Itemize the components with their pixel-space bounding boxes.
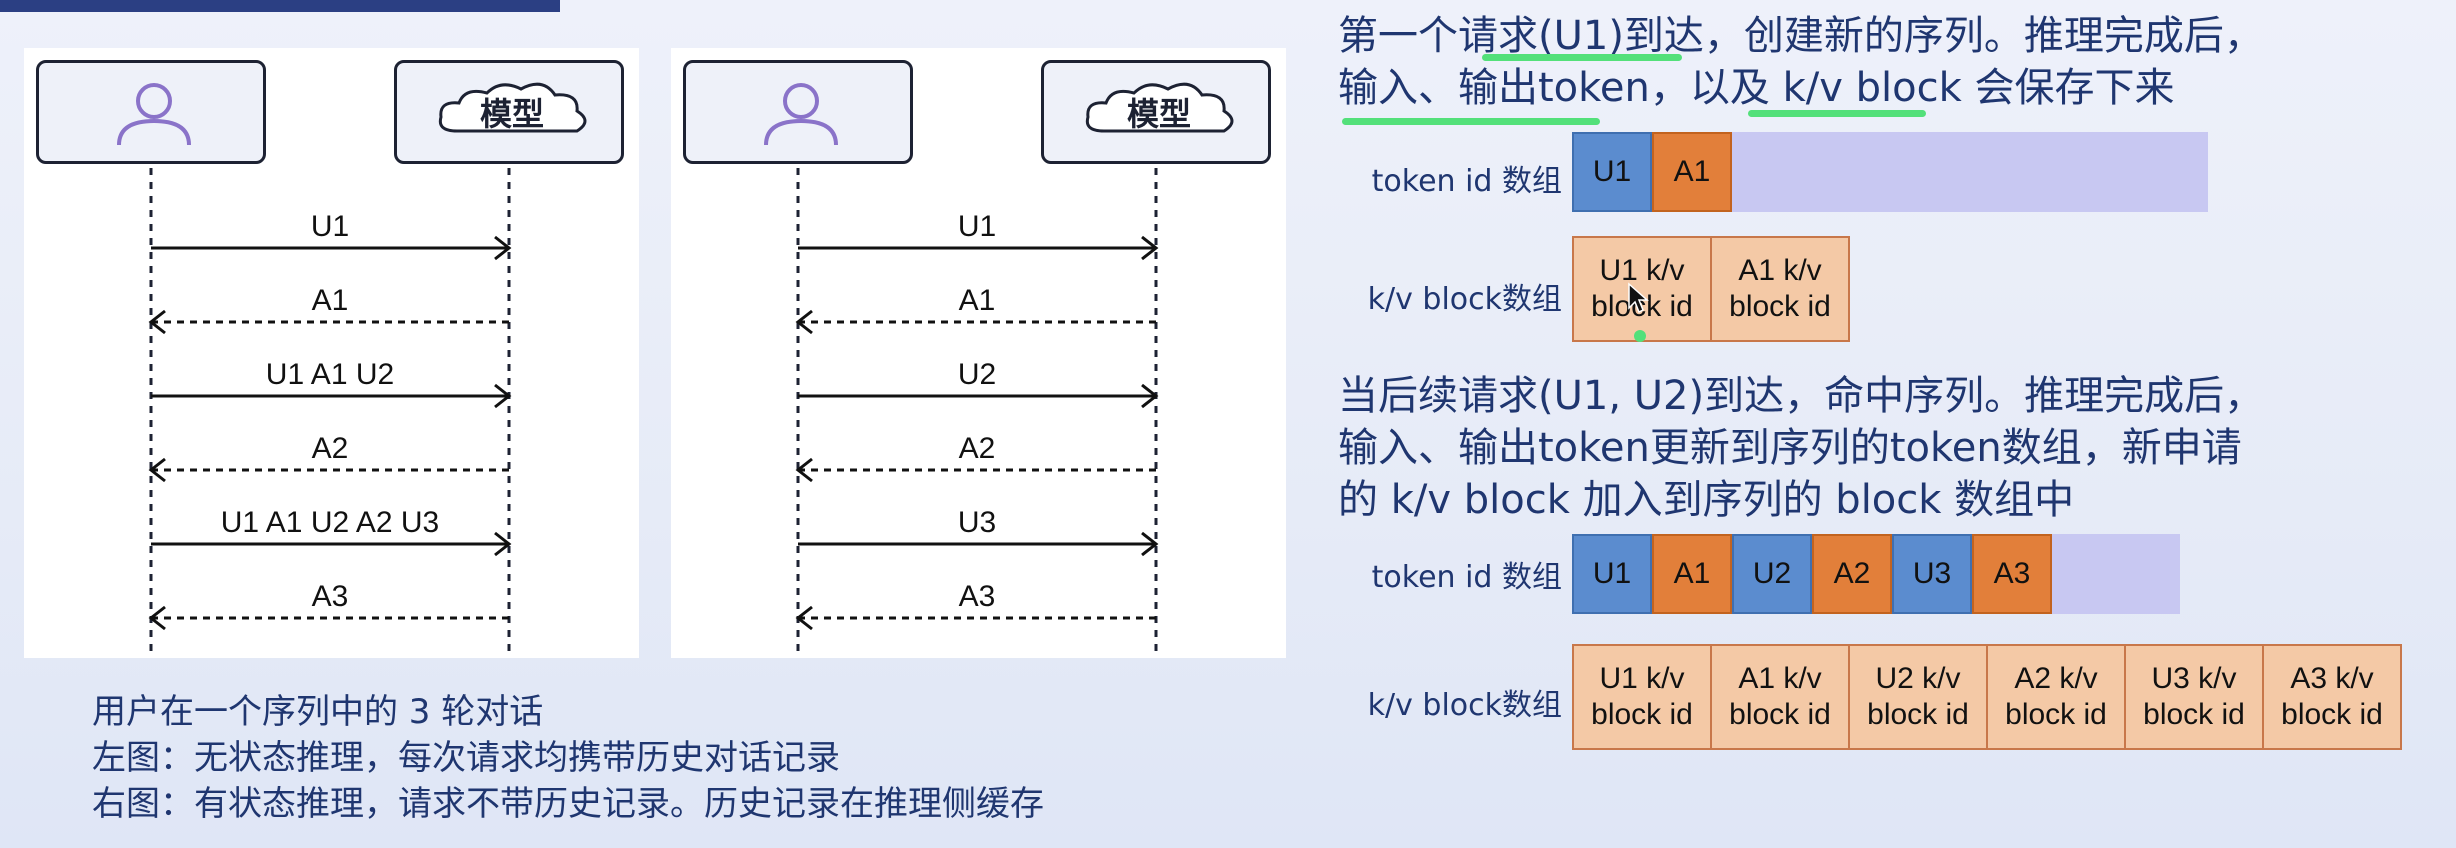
model-label: 模型 [1126,95,1191,133]
kv-block-cell: U1 k/v block id [1572,644,1712,750]
kv-block-cell: U3 k/v block id [2124,644,2264,750]
model-lane-box: 模型 [1041,60,1271,164]
message-label: U3 [958,506,996,539]
message-label: U2 [958,358,996,391]
mouse-cursor-icon [1628,282,1649,314]
kv-block-cell: U1 k/v block id [1572,236,1712,342]
kv-block-cell: A2 k/v block id [1986,644,2126,750]
model-lane-box: 模型 [394,60,624,164]
arrowhead [795,457,813,483]
arrowhead [494,383,512,409]
kv-block-cell: A1 k/v block id [1710,644,1850,750]
token-cell: A1 [1652,132,1732,212]
cursor-dot [1634,330,1646,342]
arrowhead [494,531,512,557]
kv-array-label: k/v block数组 [1367,688,1562,723]
message-label: A1 [312,284,349,317]
arrowhead [1141,235,1159,261]
user-lane-box [36,60,266,164]
section2-line-3: 的 k/v block 加入到序列的 block 数组中 [1338,477,2075,523]
person-icon [117,83,191,146]
section2-line-1: 当后续请求(U1, U2)到达，命中序列。推理完成后， [1338,373,2265,419]
arrowhead [795,309,813,335]
arrowhead [1141,383,1159,409]
caption-line-3: 右图：有状态推理，请求不带历史记录。历史记录在推理侧缓存 [92,784,1044,824]
message-label: A1 [959,284,996,317]
token-cell: U3 [1892,534,1972,614]
message-label: A3 [312,580,349,613]
token-array-label: token id 数组 [1371,560,1562,595]
model-label: 模型 [479,95,544,133]
token-array-label: token id 数组 [1371,164,1562,199]
arrowhead [148,457,166,483]
section1-line-2: 输入、输出token，以及 k/v block 会保存下来 [1338,65,2175,111]
highlight-underline [1342,118,1600,125]
arrowhead [148,309,166,335]
kv-block-cell: A3 k/v block id [2262,644,2402,750]
message-label: A2 [959,432,996,465]
user-lane-box [683,60,913,164]
cloud-icon [1085,82,1234,133]
title-bar-fragment [0,0,560,12]
token-cell: A3 [1972,534,2052,614]
kv-array-label: k/v block数组 [1367,282,1562,317]
section2-line-2: 输入、输出token更新到序列的token数组，新申请 [1338,425,2242,471]
message-label: U1 [311,210,349,243]
person-icon [764,83,838,146]
message-label: A3 [959,580,996,613]
token-cell: U1 [1572,132,1652,212]
highlight-underline [1748,110,1926,117]
kv-block-cell: U2 k/v block id [1848,644,1988,750]
message-label: U1 [958,210,996,243]
arrowhead [494,235,512,261]
message-label: A2 [312,432,349,465]
token-cell: U1 [1572,534,1652,614]
token-cell: U2 [1732,534,1812,614]
caption-line-2: 左图：无状态推理，每次请求均携带历史对话记录 [92,738,840,778]
token-cell: A1 [1652,534,1732,614]
arrowhead [148,605,166,631]
token-cell: A2 [1812,534,1892,614]
section1-line-1: 第一个请求(U1)到达，创建新的序列。推理完成后， [1338,13,2264,59]
caption-line-1: 用户在一个序列中的 3 轮对话 [92,692,544,732]
highlight-underline [1482,54,1682,61]
cloud-icon [438,82,587,133]
message-label: U1 A1 U2 [266,358,394,391]
message-label: U1 A1 U2 A2 U3 [221,506,439,539]
kv-block-cell: A1 k/v block id [1710,236,1850,342]
arrowhead [1141,531,1159,557]
arrowhead [795,605,813,631]
